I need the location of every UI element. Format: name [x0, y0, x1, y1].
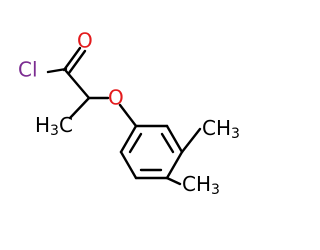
ring-bond-5-6: [119, 150, 138, 180]
bond-ring-ch3-lower: [165, 176, 182, 186]
methyl-alpha-c: C: [59, 113, 73, 137]
atom-methyl-ring-3: CH3: [202, 116, 240, 143]
methyl-ring-4-subscript: 3: [211, 182, 220, 198]
methyl-ring-3-main: CH: [202, 116, 231, 140]
bond-c2-ch3: [68, 96, 91, 120]
methyl-alpha-subscript: 3: [50, 123, 59, 139]
methyl-ring-3-subscript: 3: [231, 126, 240, 142]
atom-ether-oxygen: O: [108, 86, 124, 110]
methyl-ring-4-main: CH: [182, 172, 211, 196]
bond-o-ring: [118, 103, 138, 128]
methyl-alpha-h: H: [35, 113, 50, 137]
atom-methyl-ring-4: CH3: [182, 172, 220, 199]
bond-c1-o-double-a: [62, 46, 82, 72]
ring-bond-2-3: [165, 124, 184, 154]
chemical-structure: Cl O O H3C CH3 CH3: [18, 29, 240, 199]
ring-inner-bond-a: [160, 132, 175, 154]
atom-chlorine: Cl: [18, 58, 38, 82]
atom-carbonyl-oxygen: O: [77, 29, 93, 53]
ring-inner-bond-c: [128, 132, 143, 154]
atom-methyl-alpha: H3C: [35, 113, 73, 140]
bond-ring-ch3-upper: [180, 127, 202, 154]
bond-c1-c2: [64, 69, 91, 100]
ring-bond-3-4: [165, 150, 184, 180]
bond-c1-o-double-b: [67, 49, 87, 75]
ring-bond-6-1: [119, 124, 138, 154]
